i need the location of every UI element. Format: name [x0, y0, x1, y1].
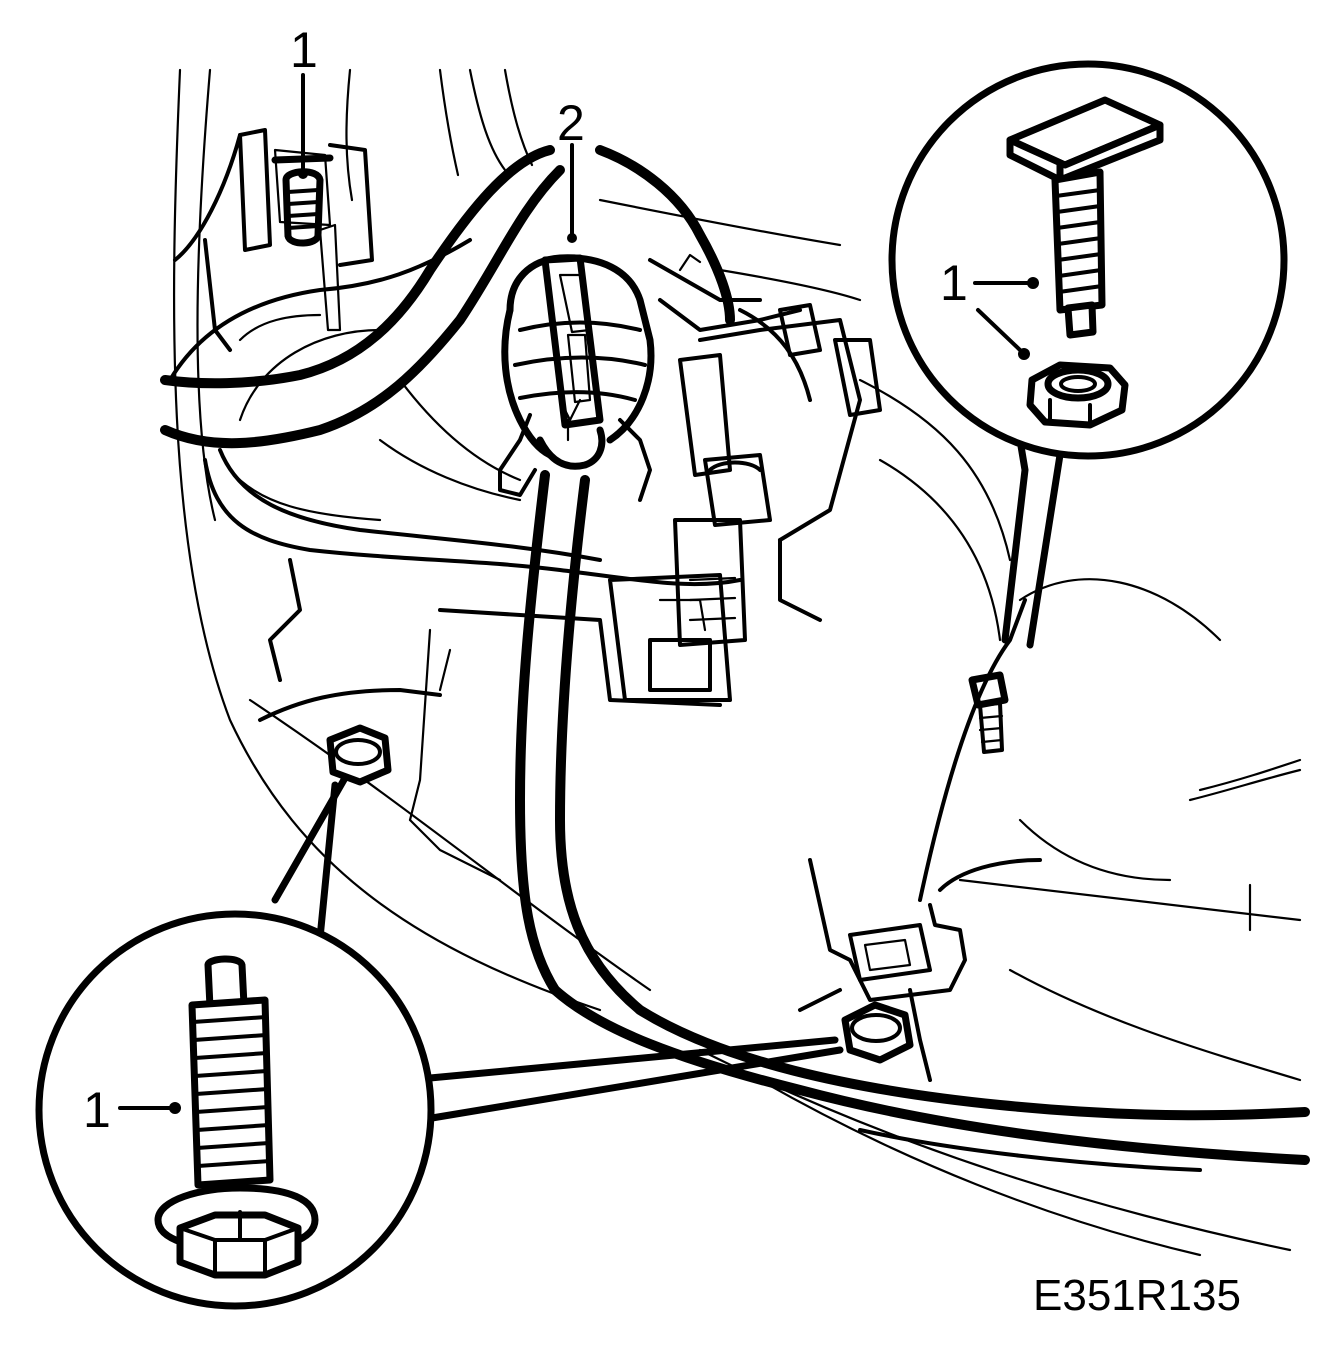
top-bolt	[271, 154, 334, 247]
bulb-socket-connector	[498, 254, 655, 502]
body-panel-outlines	[172, 68, 1302, 1257]
lower-bracket	[798, 598, 1042, 1082]
headlamp-housing	[168, 128, 742, 822]
detail-leader-lines	[271, 436, 1064, 1122]
callout-label-1-circle-right: 1	[940, 255, 968, 311]
wiring-harness	[515, 470, 1310, 1172]
detail-circle-top-right	[888, 60, 1288, 460]
callout-label-1-top: 1	[290, 22, 318, 78]
lamp-lens-outline	[160, 145, 812, 449]
mounting-clip-assembly	[608, 303, 882, 702]
callout-label-2-connector: 2	[557, 95, 585, 151]
right-side-bolt	[968, 671, 1009, 754]
main-callout-leaders	[298, 73, 577, 243]
figure-code: E351R135	[1033, 1271, 1241, 1320]
bottom-mount-nut	[841, 1001, 914, 1064]
callout-label-1-circle-left: 1	[83, 1082, 111, 1138]
detail-circle-bottom-left	[35, 910, 435, 1310]
left-mount-nut	[326, 724, 392, 786]
